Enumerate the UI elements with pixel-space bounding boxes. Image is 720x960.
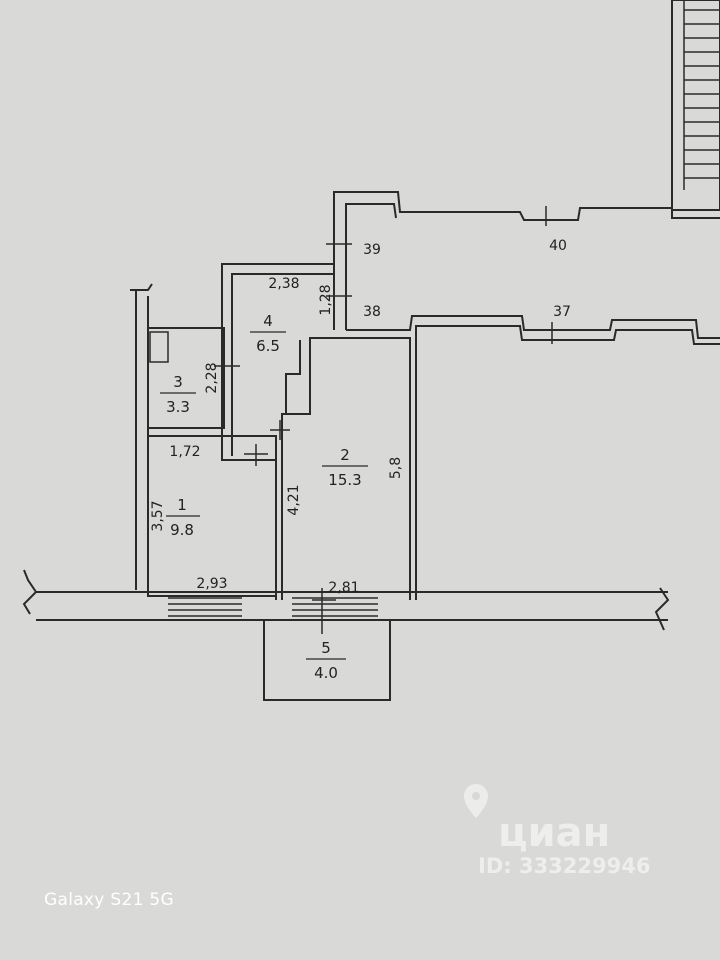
dim-3-57: 3,57	[150, 500, 166, 531]
room-5-number: 5	[321, 639, 331, 657]
dim-1-72: 1,72	[169, 444, 200, 460]
dim-2-38: 2,38	[268, 276, 299, 292]
room-labels: 1 9.8 2 15.3 3 3.3 4 6.5 5 4.0	[160, 312, 368, 682]
stair-steps	[683, 0, 720, 190]
location-pin-icon	[464, 784, 488, 818]
dimension-labels: 2,38 1,28 2,28 1,72 3,57 2,93 4,21 5,8 2…	[150, 276, 404, 596]
axis-mark-37: 37	[553, 304, 571, 320]
door-marks	[214, 206, 553, 634]
room-2-number: 2	[340, 446, 350, 464]
camera-label: Galaxy S21 5G	[44, 890, 174, 910]
room-4-area: 6.5	[256, 337, 280, 355]
dim-2-93: 2,93	[196, 576, 227, 592]
room-3-area: 3.3	[166, 398, 190, 416]
watermark-id: ID: 333229946	[478, 854, 650, 878]
balcony-outline	[263, 619, 391, 701]
room-1-number: 1	[177, 496, 187, 514]
dim-5-8: 5,8	[388, 457, 404, 479]
room-1-area: 9.8	[170, 521, 194, 539]
axis-mark-38: 38	[363, 304, 381, 320]
dim-2-28: 2,28	[204, 362, 220, 393]
stair-block	[671, 0, 720, 211]
room-4-number: 4	[263, 312, 273, 330]
room-5-area: 4.0	[314, 664, 338, 682]
windows	[168, 597, 378, 617]
dim-1-28: 1,28	[318, 284, 334, 315]
watermark-brand: циан	[498, 810, 610, 856]
watermark: циан ID: 333229946	[464, 784, 650, 878]
room-3-number: 3	[173, 373, 183, 391]
dim-4-21: 4,21	[286, 484, 302, 515]
room-2-area: 15.3	[328, 471, 361, 489]
axis-marks: 39 40 38 37	[363, 238, 571, 320]
walls	[22, 0, 720, 701]
dim-2-81: 2,81	[328, 580, 359, 596]
axis-mark-39: 39	[363, 242, 381, 258]
axis-mark-40: 40	[549, 238, 567, 254]
